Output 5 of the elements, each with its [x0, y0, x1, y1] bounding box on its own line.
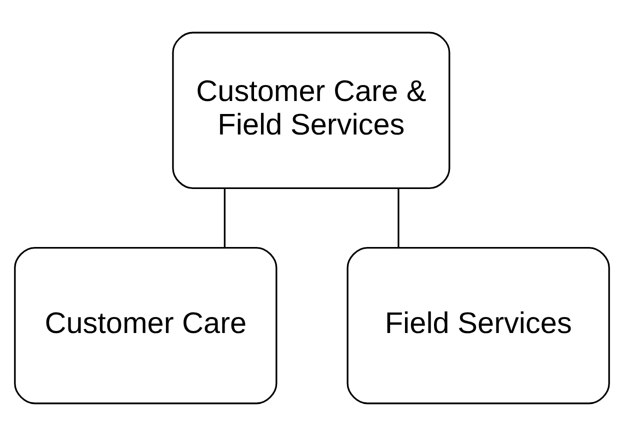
connector: [224, 188, 226, 248]
connector: [398, 188, 400, 248]
node-box: Customer Care & Field Services: [172, 32, 450, 190]
node-box: Customer Care: [14, 246, 278, 404]
node-box: Field Services: [346, 246, 610, 404]
